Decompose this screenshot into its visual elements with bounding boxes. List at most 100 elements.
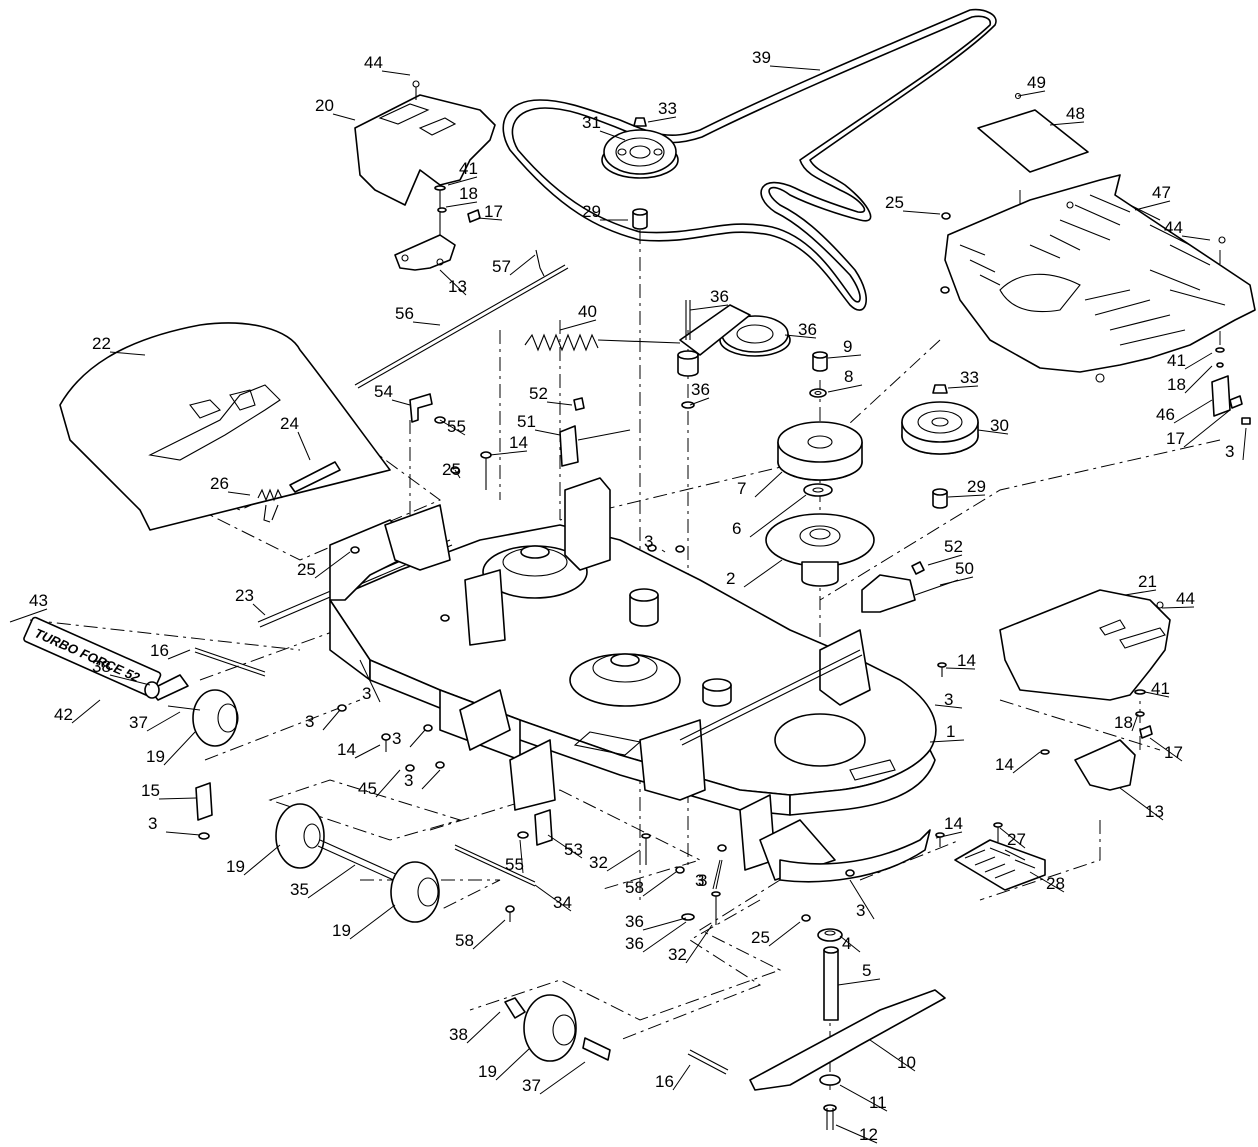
callout-label-43: 43: [29, 591, 48, 610]
callout-label-3: 3: [392, 729, 401, 748]
callout-leader-line: [539, 1061, 586, 1095]
callout-label-17: 17: [1164, 743, 1183, 762]
callout-label-25: 25: [885, 193, 904, 212]
callout-leader-line: [167, 649, 191, 660]
callout-label-36: 36: [625, 934, 644, 953]
callout-leader-line: [359, 659, 381, 703]
callout-label-45: 45: [358, 779, 377, 798]
callout-label-3: 3: [305, 712, 314, 731]
part-10-blade: [749, 989, 946, 1091]
callout-label-8: 8: [844, 367, 853, 386]
callout-label-49: 49: [1027, 73, 1046, 92]
callout-leader-line: [307, 864, 356, 899]
part-13-bracket-lower: [1074, 725, 1153, 791]
callout-label-17: 17: [1166, 429, 1185, 448]
callout-label-34: 34: [553, 893, 572, 912]
part-4-bearing: [817, 928, 843, 942]
callout-leader-line: [158, 797, 197, 800]
callout-label-7: 7: [737, 479, 746, 498]
callout-label-14: 14: [337, 740, 356, 759]
callout-label-52: 52: [944, 537, 963, 556]
callout-label-19: 19: [332, 921, 351, 940]
callout-leader-line: [672, 1064, 691, 1091]
callout-leader-line: [935, 831, 963, 839]
callout-label-29: 29: [967, 477, 986, 496]
callout-leader-line: [547, 834, 583, 859]
callout-label-3: 3: [856, 901, 865, 920]
callout-leader-line: [839, 1084, 888, 1112]
decal-text: TURBO FORCE 52: [32, 625, 142, 685]
part-14-bolt-upper: [480, 451, 492, 490]
callout-label-3: 3: [695, 871, 704, 890]
callout-label-35: 35: [290, 880, 309, 899]
callout-label-36: 36: [625, 912, 644, 931]
callout-label-40: 40: [578, 302, 597, 321]
callout-label-25: 25: [442, 460, 461, 479]
callout-leader-line: [71, 699, 101, 724]
part-26-spring: [257, 488, 283, 523]
part-1-mower-deck: [329, 477, 937, 883]
callout-leader-line: [509, 254, 536, 276]
callout-leader-line: [439, 419, 466, 436]
part-13-bracket-upper: [394, 209, 481, 271]
callout-label-38: 38: [449, 1025, 468, 1044]
callout-label-4: 4: [842, 934, 851, 953]
callout-label-16: 16: [655, 1072, 674, 1091]
callout-leader-line: [827, 354, 862, 359]
callout-label-32: 32: [589, 853, 608, 872]
callout-leader-line: [1184, 352, 1213, 370]
callout-label-50: 50: [955, 559, 974, 578]
callout-leader-line: [647, 116, 677, 123]
callout-leader-line: [109, 674, 151, 686]
callout-leader-line: [322, 709, 341, 731]
part-53-bracket: [517, 809, 553, 846]
callout-leader-line: [412, 321, 441, 326]
callout-label-13: 13: [448, 277, 467, 296]
callout-leader-line: [642, 917, 687, 931]
callout-leader-line: [835, 1124, 878, 1144]
callout-label-15: 15: [141, 781, 160, 800]
callout-leader-line: [712, 859, 721, 890]
callout-label-37: 37: [129, 713, 148, 732]
part-9-bushing: [812, 351, 828, 372]
part-54-hook: [409, 393, 446, 424]
callout-leader-line: [9, 608, 48, 623]
callout-label-30: 30: [990, 416, 1009, 435]
callout-label-10: 10: [897, 1053, 916, 1072]
callout-leader-line: [715, 859, 723, 890]
callout-leader-line: [689, 397, 710, 406]
callout-leader-line: [849, 879, 875, 920]
callout-label-3: 3: [944, 690, 953, 709]
callout-label-3: 3: [148, 814, 157, 833]
callout-leader-line: [375, 769, 401, 798]
callout-label-55: 55: [447, 417, 466, 436]
callout-label-41: 41: [459, 159, 478, 178]
callout-leader-line: [447, 176, 478, 186]
part-22-left-deck-cover: [59, 322, 391, 531]
callout-label-19: 19: [478, 1062, 497, 1081]
part-19-wheel-rear-2: [390, 861, 440, 923]
callout-label-3: 3: [404, 771, 413, 790]
part-15-bracket: [195, 782, 213, 840]
callout-leader-line: [606, 849, 641, 872]
callout-label-38: 38: [92, 657, 111, 676]
callout-leader-line: [1144, 691, 1170, 698]
callout-leader-line: [381, 70, 411, 76]
callout-label-54: 54: [374, 382, 393, 401]
callout-leader-line: [642, 871, 677, 897]
part-5-spindle-shaft: [823, 946, 839, 1021]
callout-label-18: 18: [459, 184, 478, 203]
callout-leader-line: [559, 319, 597, 331]
callout-label-28: 28: [1046, 874, 1065, 893]
callout-leader-line: [454, 469, 461, 479]
callout-leader-line: [445, 201, 478, 208]
small-fasteners: [337, 212, 951, 925]
callout-label-3: 3: [644, 532, 653, 551]
part-21-belt-cover-right: [999, 589, 1171, 717]
callout-leader-line: [314, 551, 351, 579]
callout-label-17: 17: [484, 202, 503, 221]
callout-label-9: 9: [843, 337, 852, 356]
part-12-bolt: [823, 1104, 837, 1130]
callout-label-25: 25: [297, 560, 316, 579]
